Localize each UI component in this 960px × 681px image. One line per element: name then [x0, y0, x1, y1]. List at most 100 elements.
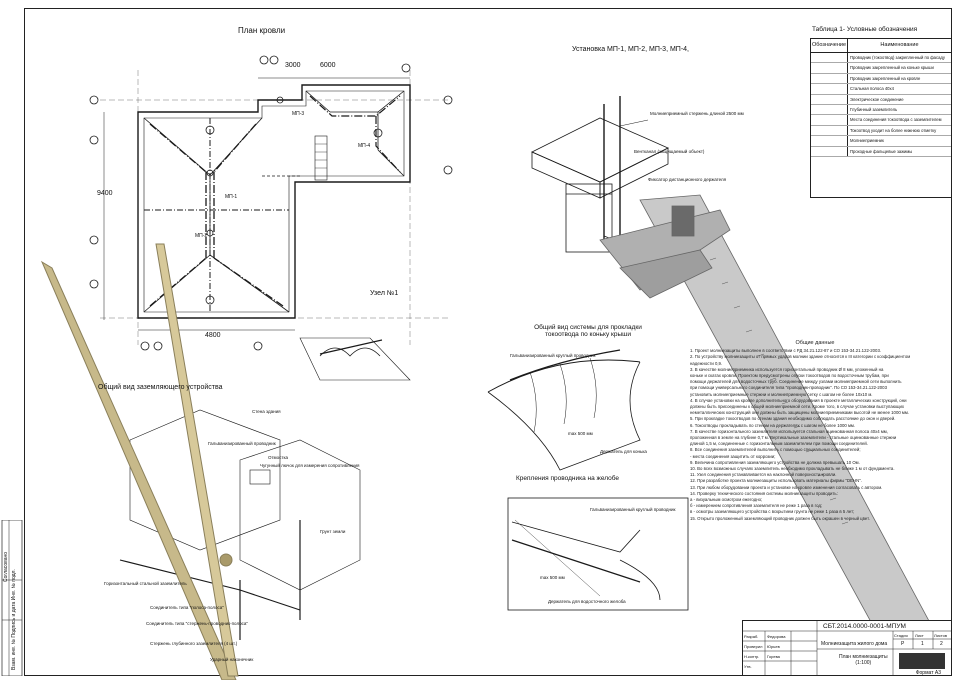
legend-symbol	[811, 94, 848, 104]
label-galv-wire-2: Гальванизированный круглый проводник	[590, 507, 676, 512]
legend-symbol	[811, 73, 848, 84]
legend-row: Проводник (токоотвод) закрепленный по фа…	[811, 53, 951, 64]
title-block-grid	[743, 621, 951, 675]
legend-name: Места соединения токоотвода с заземлител…	[850, 117, 942, 123]
legend-name: Проводник закрепленный на коньке крыши	[850, 65, 934, 71]
legend-symbol	[811, 53, 848, 63]
doc-code: СБТ.2014.0000-0001-МПУМ	[823, 623, 906, 630]
caliper-tool	[599, 194, 951, 676]
sheet-value: 1	[921, 641, 924, 647]
label-ridge-conductor: Молниеприемный стержень длиной 2500 мм	[650, 111, 744, 116]
title-block: СБТ.2014.0000-0001-МПУМ Молниезащита жил…	[742, 620, 952, 676]
legend-row: Проводник закрепленный на коньке крыши	[811, 63, 951, 74]
mp4-label: МП-4	[358, 143, 371, 149]
legend-title: Таблица 1- Условные обозначения	[812, 26, 918, 33]
legend-rows: Проводник (токоотвод) закрепленный по фа…	[811, 53, 951, 157]
notes-line: длиной 1,5 м, соединенные с горизонтальн…	[690, 441, 869, 447]
label-galv-wire: Гальванизированный круглый проводник	[510, 353, 596, 358]
label-wall: Стена здания	[252, 409, 281, 414]
doc-format: Формат А3	[915, 670, 941, 676]
doc-scale: (1:100)	[855, 660, 872, 666]
label-ground: Грунт земли	[320, 529, 346, 534]
label-gutter-holder: Держатель для водосточного желоба	[548, 599, 626, 604]
notes-line: 8. Все соединения заземлителей выполнить…	[690, 447, 861, 453]
ridge-detail	[487, 349, 641, 471]
node1-detail	[299, 337, 411, 381]
legend-name: Токоотвод уходит на более нижнюю отметку	[850, 127, 937, 133]
doc-object: Молниезащита жилого дома	[821, 641, 888, 647]
legend-symbol	[811, 146, 848, 156]
general-notes: Общие данные 1. Проект молниезащиты выпо…	[690, 340, 940, 522]
notes-line: помощи держателей для водосточных труб. …	[690, 379, 902, 385]
notes-lines: 1. Проект молниезащиты выполнен в соотве…	[690, 348, 940, 522]
legend-symbol	[811, 115, 848, 125]
legend-row: Стальная полоса 40х4	[811, 84, 951, 95]
sheets-header: Листов	[934, 633, 947, 638]
label-strip: Горизонтальный стальной заземлитель	[104, 581, 187, 586]
label-holder: Фиксатор дистанционного держателя	[648, 177, 727, 182]
legend-symbol	[811, 84, 848, 94]
label-galv-wire-3: Гальванизированный проводник	[208, 441, 276, 446]
notes-line: при помощи универсального соединителя ти…	[690, 385, 887, 391]
sheet-frame	[24, 8, 952, 676]
dim-3000: 3000	[285, 62, 301, 69]
notes-line: 4. В случае установки на кровле дополнит…	[690, 397, 907, 403]
installation-title: Установка МП-1, МП-2, МП-3, МП-4,	[572, 46, 689, 53]
label-connector: Соединитель типа "полоса-полоса"	[150, 605, 224, 610]
legend-table: Обозначение Наименование Проводник (токо…	[810, 38, 952, 198]
legend-symbol	[811, 63, 848, 73]
legend-col-symbol: Обозначение	[811, 39, 848, 52]
legend-name: Глубинный заземлитель	[850, 106, 898, 112]
notes-line: 12. При разработке проекта молниезащиты …	[690, 478, 862, 484]
notes-line: 3. В качестве молниеприемника использует…	[690, 366, 884, 372]
role-4: Утв.	[744, 664, 752, 669]
dividers-tool	[40, 243, 239, 680]
grounding-title: Общий вид заземляющего устройства	[98, 384, 223, 391]
legend-name: Проводник закрепленный на кровле	[850, 75, 921, 81]
notes-line: - места соединения защитить от коррозии;	[690, 453, 776, 459]
legend-name: Проходные фальцевые зажимы	[850, 148, 913, 154]
stage-header: Стадия	[894, 633, 908, 638]
mp1-label: МП-1	[225, 194, 238, 200]
label-connector2: Соединитель типа "стержень-проводник-пол…	[146, 621, 248, 626]
mp2-label: МП-2	[195, 233, 208, 239]
notes-line: коньке и скатах кровли. Проектом предусм…	[690, 373, 889, 379]
dim-9400: 9400	[97, 190, 113, 197]
notes-line: 14. Проверку технического состояния сист…	[690, 490, 838, 496]
name-3: Горева	[767, 654, 780, 659]
role-1: Разраб.	[744, 634, 759, 639]
notes-line: 2. По устройству молниезащиты от прямых …	[690, 354, 911, 360]
legend-row: Электрическое соединение	[811, 94, 951, 105]
label-rod: Стержень глубинного заземлителя (4 шт.)	[150, 641, 238, 646]
ridge-title: Общий вид системы для прокладки токоотво…	[534, 324, 642, 338]
sheets-value: 2	[940, 641, 943, 647]
notes-title: Общие данные	[795, 340, 835, 346]
legend-name: Проводник (токоотвод) закрепленный по фа…	[850, 55, 945, 60]
notes-line: 13. При любом оборудовании проекта и уст…	[690, 484, 883, 490]
notes-line: 15. Открыто проложенный заземляющий пров…	[690, 515, 870, 521]
legend-symbol	[811, 136, 848, 146]
legend-row: Места соединения токоотвода с заземлител…	[811, 115, 951, 126]
notes-line: 9. Величина сопротивления заземляющего у…	[690, 459, 860, 465]
doc-sheet-title: План молниезащиты	[839, 654, 888, 660]
legend-row: Глубинный заземлитель	[811, 104, 951, 116]
legend-row: Токоотвод уходит на более нижнюю отметку	[811, 125, 951, 137]
legend-symbol	[811, 104, 848, 115]
notes-line: б - измерением сопротивления заземлителя…	[690, 503, 823, 509]
doc-sheet-name: План молниезащиты (1:100)	[839, 654, 888, 666]
legend-name: Молниеприемник	[850, 138, 884, 144]
legend-row: Проходные фальцевые зажимы	[811, 146, 951, 157]
gutter-detail	[507, 497, 689, 611]
legend-name: Стальная полоса 40х4	[850, 86, 894, 92]
legend-row: Молниеприемник	[811, 136, 951, 147]
label-max500: max 500 мм	[568, 431, 593, 436]
label-inspection: Чугунный лючок для измерения сопротивлен…	[260, 463, 360, 468]
legend-symbol	[811, 125, 848, 136]
notes-line: установить молниеприемные стержни и молн…	[690, 391, 873, 397]
grounding-detail	[119, 409, 361, 640]
installation-detail	[531, 96, 669, 253]
label-vent: Вентканал (защищаемый объект)	[634, 149, 705, 154]
notes-line: 5. При прокладке токоотводов по стенам з…	[690, 416, 896, 422]
